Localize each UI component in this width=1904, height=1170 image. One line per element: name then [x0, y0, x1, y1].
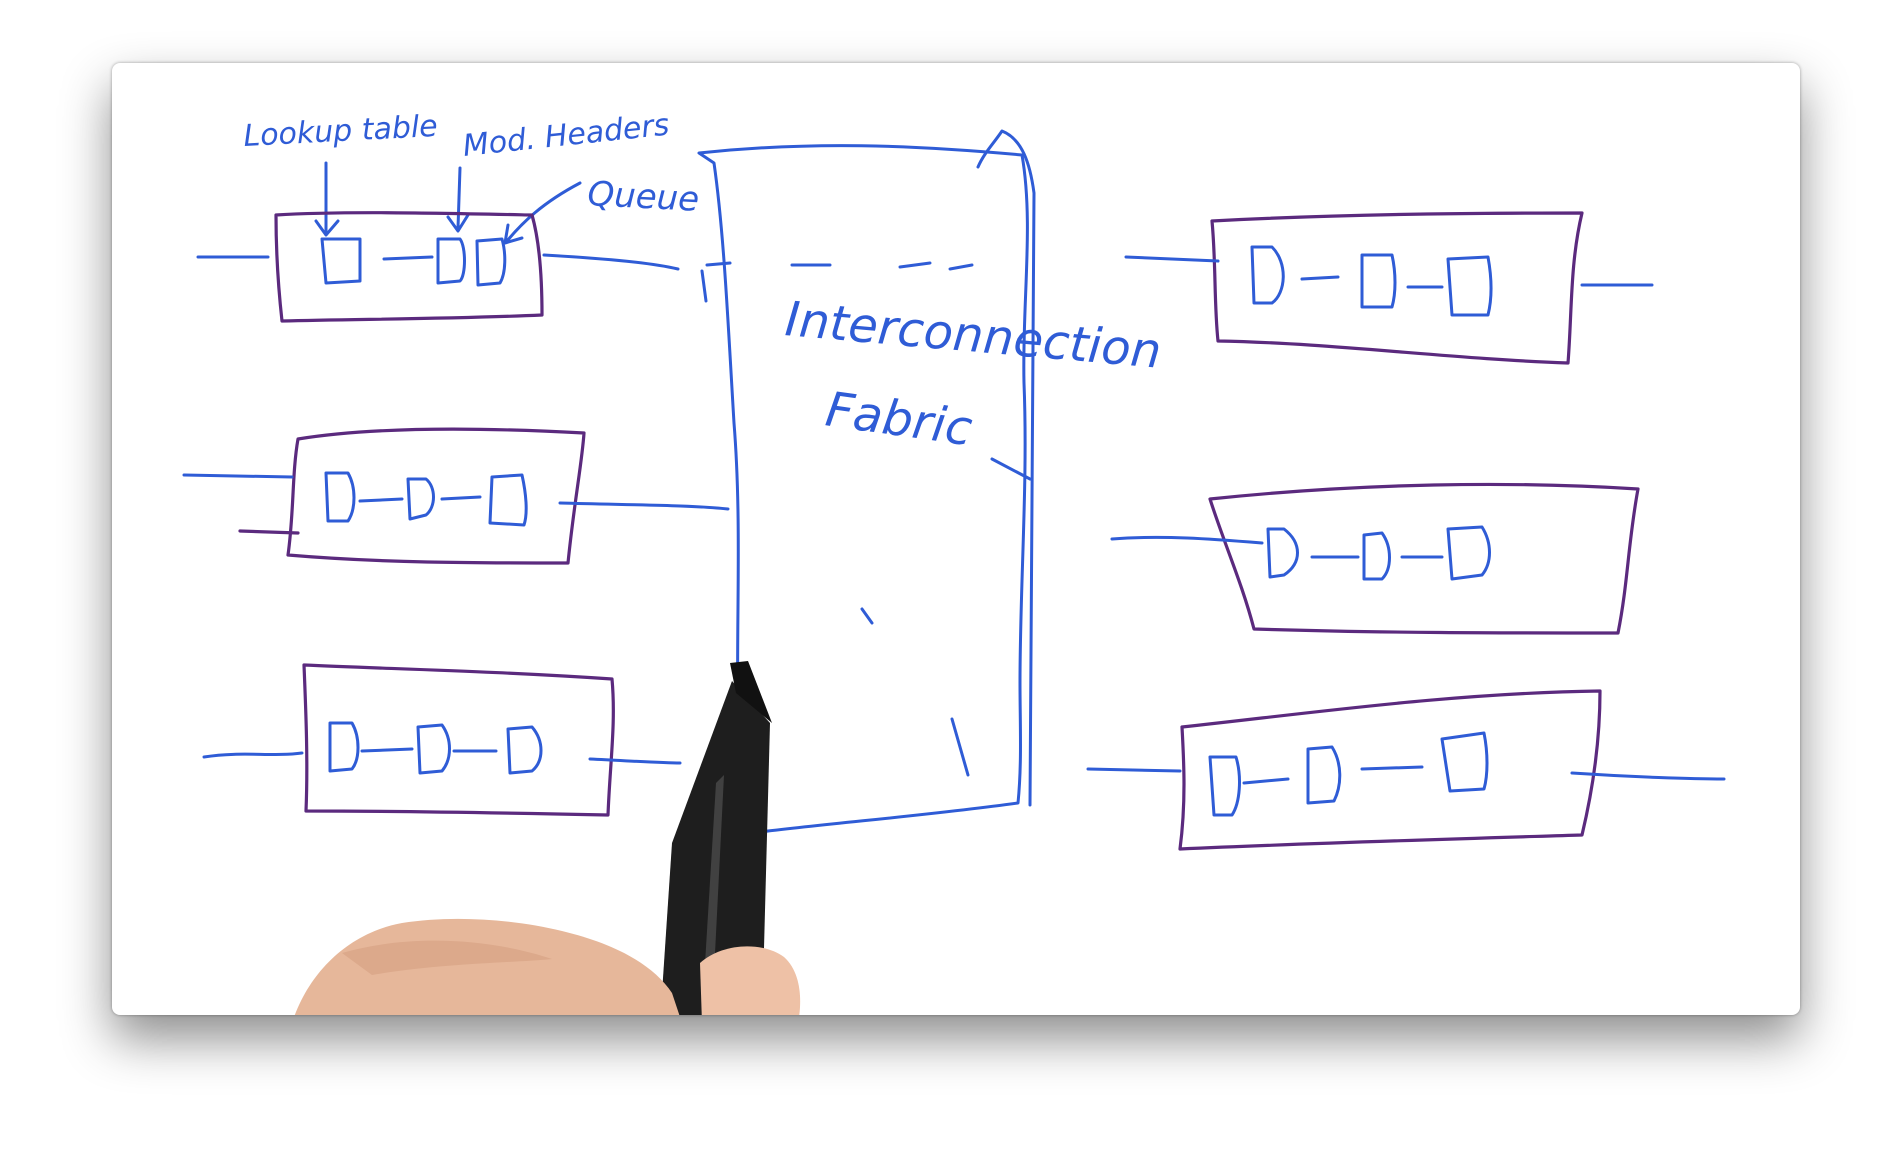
fabric-label-underline [990, 457, 1032, 481]
link [1360, 765, 1424, 771]
arrow-lookup [314, 161, 340, 237]
input-line [1086, 767, 1182, 773]
output-port-3 [1086, 689, 1726, 851]
label-mod-headers: Mod. Headers [461, 107, 671, 163]
input-line [1124, 255, 1220, 263]
cell-2 [1360, 253, 1397, 309]
label-queue: Queue [587, 174, 701, 220]
cell-1 [324, 471, 356, 523]
fabric-dashes [705, 261, 974, 271]
link [360, 747, 414, 753]
fabric-label-line1: Interconnection [783, 291, 1164, 380]
label-lookup-table: Lookup table [243, 109, 439, 154]
port-box [1178, 689, 1602, 851]
fabric-outline [697, 144, 1029, 835]
arrow-mod-headers [446, 166, 470, 233]
input-port-3 [202, 663, 682, 817]
lookup-table-cell [320, 237, 362, 285]
output-port-2 [1110, 482, 1640, 635]
cell-3 [1446, 525, 1491, 581]
hand [294, 918, 801, 1015]
input-line [182, 473, 294, 479]
cell-3 [506, 725, 543, 775]
port-box [302, 663, 615, 817]
hand-palm [294, 918, 680, 1015]
marker-tip [730, 661, 772, 723]
whiteboard-canvas: Lookup table Mod. Headers Queue Intercon… [182, 107, 1726, 1015]
mod-headers-cell [436, 237, 466, 285]
fabric-top-curl [976, 129, 1036, 807]
marker-pen [660, 661, 772, 1015]
output-line [558, 501, 730, 511]
annotations: Lookup table Mod. Headers Queue [243, 107, 701, 245]
link [440, 495, 482, 501]
queue-cell [475, 237, 507, 287]
output-line [1570, 771, 1726, 781]
link [382, 255, 434, 261]
arrow-queue [503, 181, 582, 245]
input-port-1 [196, 211, 680, 323]
marker-highlight [702, 775, 724, 1013]
whiteboard-window: Lookup table Mod. Headers Queue Intercon… [112, 63, 1800, 1015]
fabric-tick-2 [860, 607, 874, 625]
port-box [286, 427, 586, 565]
cell-1 [1208, 755, 1241, 817]
cell-1 [1266, 527, 1299, 579]
cell-2 [416, 723, 451, 775]
link [358, 497, 404, 503]
input-line [202, 751, 304, 759]
input-line [1110, 535, 1264, 545]
cell-3 [488, 473, 528, 527]
hand-shadow [342, 940, 552, 975]
hand-finger [700, 946, 801, 1015]
port-box [1208, 482, 1640, 635]
cell-2 [1306, 745, 1342, 805]
fabric-tick-1 [700, 269, 708, 303]
link [1300, 275, 1340, 281]
port-box [274, 211, 544, 323]
cell-2 [1362, 531, 1391, 581]
cell-3 [1446, 255, 1493, 317]
input-line-lower [238, 529, 300, 535]
fabric-tick-3 [950, 717, 970, 777]
cell-2 [406, 477, 435, 521]
output-port-1 [1124, 211, 1654, 365]
cell-3 [1440, 731, 1489, 793]
cell-1 [1250, 245, 1285, 305]
link [1242, 777, 1290, 785]
port-box [1210, 211, 1584, 365]
input-port-2 [182, 427, 730, 565]
output-line [588, 757, 682, 765]
output-line [542, 253, 680, 271]
fabric-label-line2: Fabric [822, 381, 975, 457]
cell-1 [328, 721, 360, 773]
